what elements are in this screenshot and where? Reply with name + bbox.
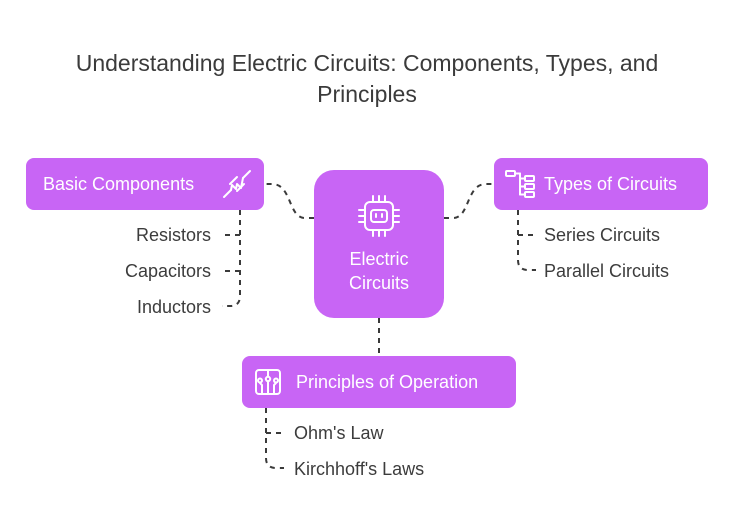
resistor-icon	[223, 170, 251, 198]
list-item-ohms-law: Ohm's Law	[294, 423, 384, 443]
center-label-line-1: Electric	[349, 249, 409, 269]
list-item-series-circuits: Series Circuits	[544, 225, 661, 245]
center-label-line-2: Circuits	[348, 273, 409, 293]
principles-label: Principles of Operation	[296, 371, 479, 392]
connector-center-types	[444, 183, 494, 219]
basic-components-node: Basic Components	[26, 158, 264, 210]
basic-components-label: Basic Components	[43, 173, 195, 194]
title-line-1: Understanding Electric Circuits: Compone…	[75, 50, 659, 76]
types-of-circuits-label: Types of Circuits	[544, 173, 678, 194]
list-item-capacitors: Capacitors	[124, 261, 211, 281]
list-item-inductors: Inductors	[136, 297, 211, 317]
title-line-2: Principles	[317, 81, 417, 107]
list-item-kirchhoffs-laws: Kirchhoff's Laws	[294, 459, 425, 479]
types-of-circuits-node: Types of Circuits	[494, 158, 708, 210]
tree-structure-icon	[505, 170, 535, 198]
connector-basic-trunk	[222, 210, 241, 307]
center-node: Electric Circuits	[314, 170, 444, 318]
connector-types-trunk	[517, 210, 536, 271]
diagram-title: Understanding Electric Circuits: Compone…	[0, 48, 734, 110]
principles-node: Principles of Operation	[242, 356, 516, 408]
chip-icon	[358, 195, 400, 237]
circuit-board-icon	[255, 369, 281, 395]
connector-center-basic	[264, 183, 314, 219]
list-item-parallel-circuits: Parallel Circuits	[544, 261, 670, 281]
center-label: Electric Circuits	[314, 247, 444, 295]
list-item-resistors: Resistors	[135, 225, 211, 245]
connector-principles-trunk	[265, 408, 284, 469]
